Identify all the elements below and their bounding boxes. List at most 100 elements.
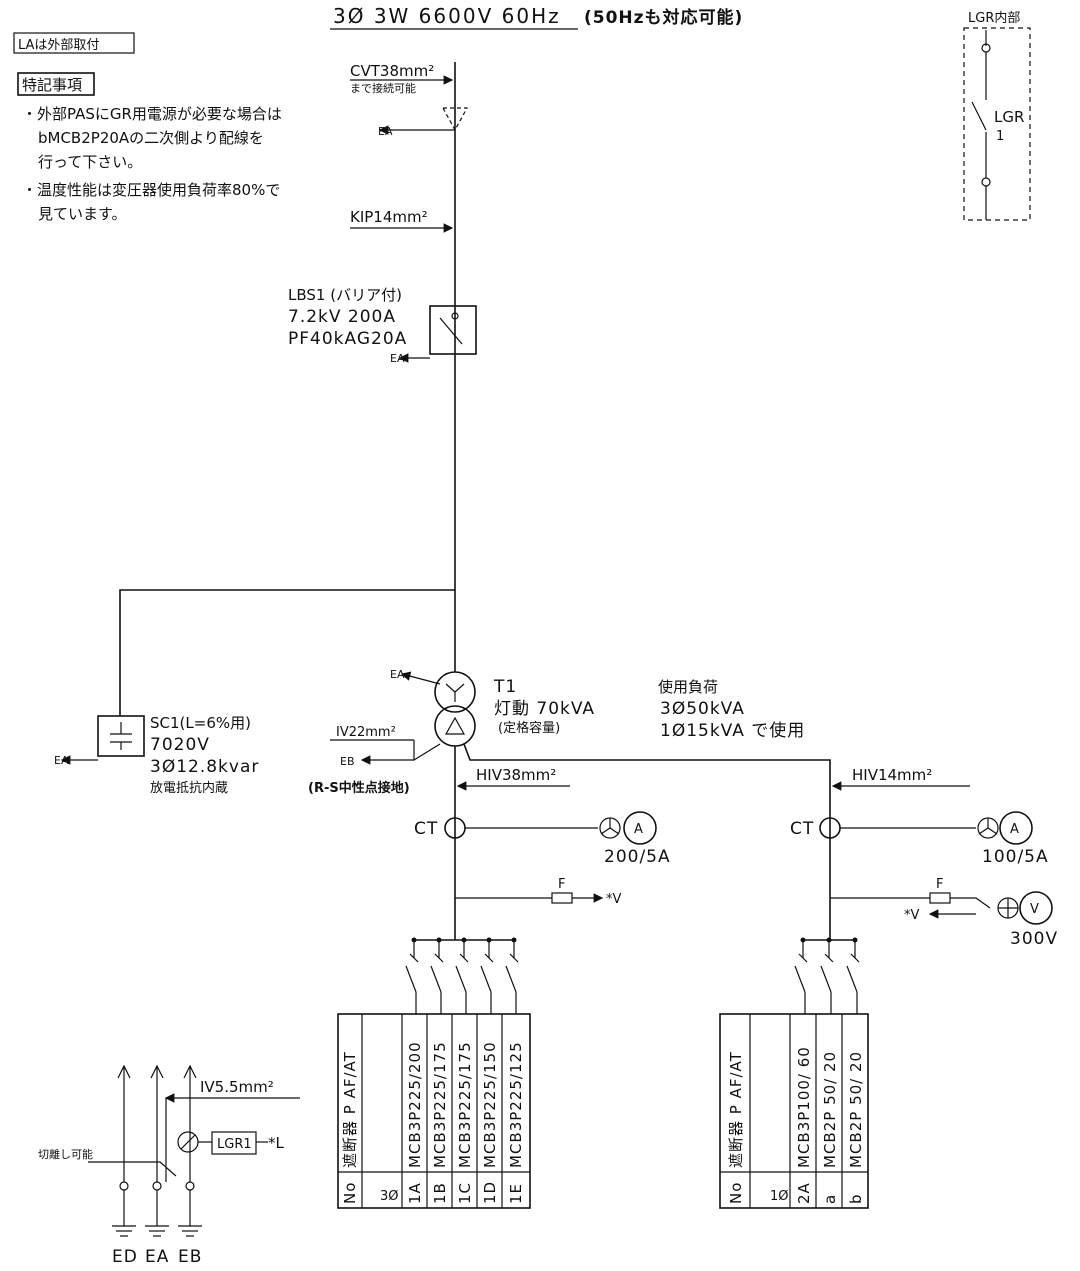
left-ammeter-label: A <box>634 822 643 837</box>
sc-label-4: 放電抵抗内蔵 <box>150 780 228 796</box>
la-symbol <box>441 107 469 132</box>
notes-title: 特記事項 <box>22 76 82 94</box>
left-row-4-no: 1D <box>481 1181 499 1204</box>
right-voltmeter-switch <box>997 897 1019 919</box>
right-breaker-table: 遮断器 P AF/AT No MCB3P100/ 60 2A MCB2P 50/… <box>719 1013 869 1209</box>
right-row-1-spec: MCB3P100/ 60 <box>795 1046 813 1168</box>
lgr-box-num: 1 <box>996 129 1004 144</box>
la-note-box <box>13 32 135 54</box>
right-breaker-2 <box>820 937 834 1014</box>
left-row-3-no: 1C <box>456 1182 474 1204</box>
right-row-3-spec: MCB2P 50/ 20 <box>847 1051 865 1168</box>
t1-eb-label: EB <box>340 755 355 768</box>
lgr-box-title: LGR内部 <box>968 10 1020 26</box>
notes-title-box <box>17 72 95 96</box>
left-fuse-label: F <box>558 877 565 892</box>
right-breaker-1 <box>794 937 808 1014</box>
right-ammeter <box>999 811 1033 845</box>
left-fuse-out: *V <box>606 892 622 907</box>
incoming-cable-label: CVT38mm² <box>350 62 434 80</box>
right-fuse <box>929 892 951 904</box>
star-l-label: *L <box>268 1134 285 1152</box>
right-voltmeter-range: 300V <box>1010 929 1058 949</box>
left-cable-label: HIV38mm² <box>476 766 556 784</box>
sc-box <box>97 715 145 757</box>
usage-1phase: 1Ø15kVA で使用 <box>660 720 805 741</box>
right-cable-label: HIV14mm² <box>852 766 932 784</box>
lbs-switch <box>429 305 477 355</box>
left-row-2-no: 1B <box>431 1182 449 1204</box>
right-row-2-no: a <box>821 1194 839 1204</box>
t1-name: T1 <box>493 677 517 697</box>
cut-off-note: 切離し可能 <box>38 1147 93 1161</box>
right-fuse-label: F <box>936 877 943 892</box>
left-breaker-group <box>405 930 519 1014</box>
la-ea-label: EA <box>378 125 393 138</box>
left-row-5-no: 1E <box>507 1183 525 1204</box>
incoming-cable-note: まで接続可能 <box>350 81 416 95</box>
right-ct-label: CT <box>790 819 814 839</box>
note-line-3: 行って下さい。 <box>38 153 142 171</box>
lbs-label-3: PF40kAG20A <box>288 329 407 349</box>
sc-ea-label: EA <box>54 754 69 767</box>
right-voltmeter-label: V <box>1030 902 1039 917</box>
left-table-header: 遮断器 P AF/AT <box>341 1051 359 1168</box>
right-ct-ratio: 100/5A <box>982 847 1049 867</box>
right-row-2-spec: MCB2P 50/ 20 <box>821 1051 839 1168</box>
ground-cable-label-bottom: IV5.5mm² <box>200 1078 274 1096</box>
usage-title: 使用負荷 <box>658 678 718 696</box>
lbs-label-2: 7.2kV 200A <box>288 307 396 327</box>
left-breaker-2 <box>430 937 444 1014</box>
right-phase-label: 1Ø <box>770 1189 789 1204</box>
neutral-ground-note: (R-S中性点接地) <box>308 780 410 796</box>
left-ammeter <box>623 811 657 845</box>
left-breaker-table: 遮断器 P AF/AT No MCB3P225/200 1A MCB3P225/… <box>337 1013 531 1209</box>
right-table-no-header: No <box>727 1182 745 1204</box>
right-row-1-no: 2A <box>795 1182 813 1204</box>
t1-rating: 灯動 70kVA <box>494 699 595 719</box>
right-breaker-3 <box>846 937 860 1014</box>
lbs-ea-label: EA <box>390 352 405 365</box>
left-phase-label: 3Ø <box>380 1189 399 1204</box>
note-line-1: ・外部PASにGR用電源が必要な場合は <box>22 105 282 123</box>
ground-cable-label: KIP14mm² <box>350 208 428 226</box>
left-row-1-spec: MCB3P225/200 <box>406 1041 424 1168</box>
note-line-5: 見ています。 <box>38 205 127 223</box>
transformer-t1 <box>434 671 476 747</box>
ground-terminal-section <box>88 1064 300 1237</box>
right-ammeter-switch <box>977 817 999 839</box>
left-ct-ratio: 200/5A <box>604 847 671 867</box>
left-breaker-1 <box>405 937 419 1014</box>
left-ct-label: CT <box>414 819 438 839</box>
right-row-3-no: b <box>847 1193 865 1204</box>
terminal-ed: ED <box>112 1247 138 1267</box>
left-ammeter-switch <box>599 817 621 839</box>
system-rating: 3Ø 3W 6600V 60Hz <box>333 4 561 28</box>
right-fuse-out: *V <box>904 908 920 923</box>
left-breaker-3 <box>455 937 469 1014</box>
t1-ea-label: EA <box>390 668 405 681</box>
iv-cable-label: IV22mm² <box>336 725 396 740</box>
usage-3phase: 3Ø50kVA <box>660 699 745 719</box>
lgr-internal-box: LGR内部 LGR 1 <box>963 10 1031 221</box>
terminal-ea: EA <box>145 1247 169 1267</box>
left-row-4-spec: MCB3P225/150 <box>481 1041 499 1168</box>
lgr1-label: LGR1 <box>217 1137 252 1152</box>
left-breaker-4 <box>480 937 494 1014</box>
note-line-2: bMCB2P20Aの二次側より配線を <box>38 129 264 147</box>
t1-rating-note: (定格容量) <box>498 720 560 736</box>
sc-label-1: SC1(L=6%用) <box>150 714 251 732</box>
lgr-box-label: LGR <box>994 108 1024 126</box>
lbs-label-1: LBS1 (バリア付) <box>288 286 402 304</box>
right-breaker-group <box>794 930 860 1014</box>
left-row-5-spec: MCB3P225/125 <box>507 1041 525 1168</box>
note-line-4: ・温度性能は変圧器使用負荷率80%で <box>22 181 280 199</box>
left-row-1-no: 1A <box>406 1182 424 1204</box>
right-table-header: 遮断器 P AF/AT <box>727 1051 745 1168</box>
left-row-3-spec: MCB3P225/175 <box>456 1041 474 1168</box>
left-table-no-header: No <box>341 1182 359 1204</box>
left-breaker-5 <box>505 937 519 1014</box>
sc-label-2: 7020V <box>150 735 210 755</box>
frequency-note: (50Hzも対応可能) <box>584 7 743 28</box>
